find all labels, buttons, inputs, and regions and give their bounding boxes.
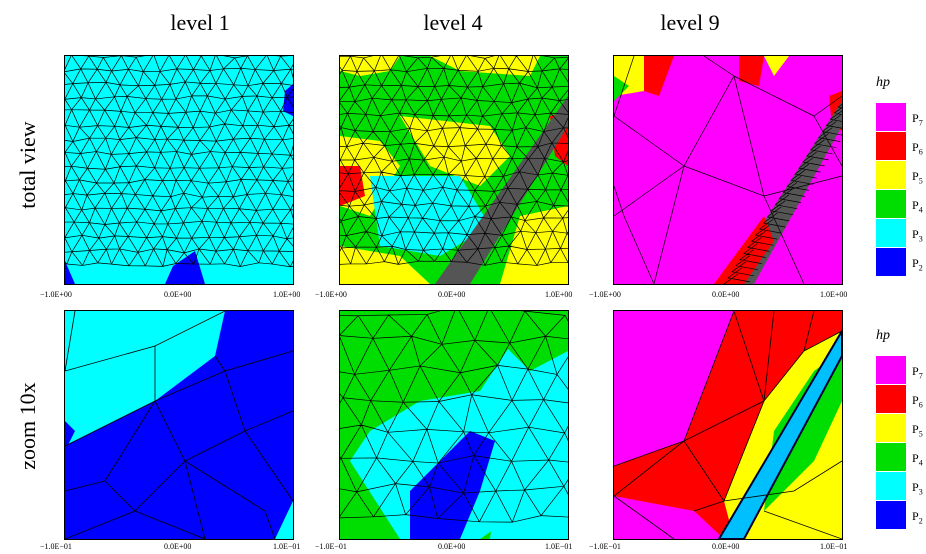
panel-total-level-9 [613,55,843,285]
mesh-edges [340,56,568,266]
tick-bottom-3-min: −1.0E−01 [589,542,621,551]
legend-label-p7: P7 [912,364,923,381]
mesh-zoom-level-9 [614,311,842,539]
mesh-edges [340,311,568,523]
tick-top-1-max: 1.0E+00 [273,290,301,299]
legend-label-p6: P6 [912,393,923,410]
legend-label-p4: P4 [912,198,923,215]
mesh-edges [614,56,842,284]
tick-bottom-2-min: −1.0E−01 [315,542,347,551]
tick-bottom-3-max: 1.0E−01 [820,542,848,551]
panel-total-level-4 [339,55,569,285]
legend-label-p5: P5 [912,169,923,186]
legend-swatch-p7 [876,103,906,131]
legend-swatch-p2 [876,248,906,276]
legend-swatch-p5 [876,161,906,189]
tick-bottom-1-max: 1.0E−01 [273,542,301,551]
tick-top-2-max: 1.0E+00 [545,290,573,299]
legend-swatch-p3 [876,472,906,500]
column-title-level-4: level 4 [423,10,483,35]
tick-bottom-2-mid: 0.0E+00 [438,542,466,551]
legend-label-p2: P2 [912,509,923,526]
legend-swatch-p5 [876,414,906,442]
mesh-total-level-9 [614,56,842,284]
legend-swatch-p3 [876,219,906,247]
panel-zoom-level-9 [613,310,843,540]
legend-swatch-p6 [876,385,906,413]
legend-label-p2: P2 [912,256,923,273]
tick-top-2-min: −1.0E+00 [315,290,347,299]
mesh-total-level-1 [65,56,293,284]
mesh-zoom-level-1 [65,311,293,539]
legend-swatch-p7 [876,356,906,384]
column-title-level-9: level 9 [660,10,720,35]
tick-bottom-1-mid: 0.0E+00 [164,542,192,551]
mesh-total-level-4 [340,56,568,284]
tick-top-1-mid: 0.0E+00 [164,290,192,299]
legend-label-p4: P4 [912,451,923,468]
tick-bottom-3-mid: 0.0E+00 [712,542,740,551]
tick-top-1-min: −1.0E+00 [40,290,72,299]
panel-zoom-level-1 [64,310,294,540]
column-title-level-1: level 1 [170,10,230,35]
tick-bottom-2-max: 1.0E−01 [545,542,573,551]
legend-swatch-p6 [876,132,906,160]
legend-label-p5: P5 [912,422,923,439]
panel-total-level-1 [64,55,294,285]
panel-zoom-level-4 [339,310,569,540]
legend-label-p6: P6 [912,140,923,157]
tick-top-3-min: −1.0E+00 [589,290,621,299]
legend-title: hp [876,328,890,343]
tick-top-3-max: 1.0E+00 [820,290,848,299]
tick-top-2-mid: 0.0E+00 [438,290,466,299]
legend-label-p3: P3 [912,480,923,497]
row-title-zoom: zoom 10x [15,382,40,470]
row-title-total-view: total view [15,121,40,209]
tick-top-3-mid: 0.0E+00 [712,290,740,299]
legend-label-p7: P7 [912,111,923,128]
mesh-edges [65,56,293,268]
mesh-zoom-level-4 [340,311,568,539]
legend-swatch-p2 [876,501,906,529]
legend-label-p3: P3 [912,227,923,244]
legend-swatch-p4 [876,443,906,471]
legend-swatch-p4 [876,190,906,218]
legend-title: hp [876,75,890,90]
tick-bottom-1-min: −1.0E−01 [40,542,72,551]
